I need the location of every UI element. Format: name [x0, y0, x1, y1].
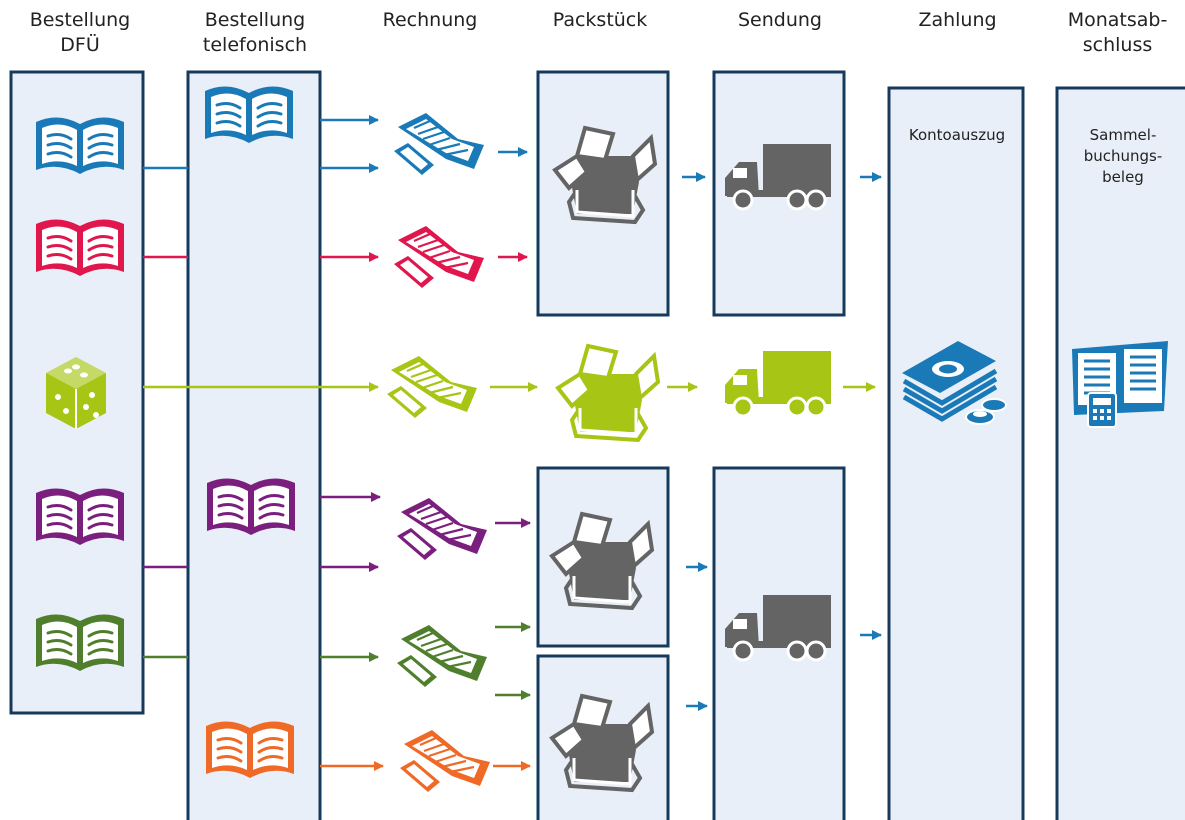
- header-bestellung-telefonisch: Bestellung telefonisch: [202, 9, 308, 56]
- label-kontoauszug: Kontoauszug: [908, 126, 1006, 144]
- invoice-icon: [385, 354, 479, 420]
- header-zahlung: Zahlung: [918, 9, 997, 31]
- column-zahlung: [887, 86, 1025, 820]
- header-rechnung: Rechnung: [382, 9, 478, 31]
- header-sendung: Sendung: [738, 9, 822, 31]
- book-icon: [205, 476, 297, 537]
- invoice-icon: [392, 111, 486, 177]
- book-icon: [34, 612, 126, 673]
- column-monatsabschluss: [1055, 86, 1185, 820]
- book-icon: [34, 115, 126, 176]
- header-bestellung-dfu: Bestellung DFÜ: [29, 9, 131, 56]
- book-icon: [34, 486, 126, 547]
- header-packstueck: Packstück: [552, 9, 648, 31]
- column-bestellung-telefonisch: [186, 70, 322, 820]
- invoice-icon: [392, 224, 486, 290]
- book-icon: [203, 84, 295, 145]
- book-icon: [34, 217, 126, 278]
- open-box-icon: [556, 344, 660, 442]
- header-monatsabschluss: Monatsab- schluss: [1067, 9, 1168, 56]
- truck-icon: [723, 349, 833, 418]
- label-sammelbuchungsbeleg: Sammel- buchungs- beleg: [1083, 126, 1163, 186]
- invoice-icon: [395, 623, 489, 689]
- book-icon: [204, 719, 296, 780]
- invoice-icon: [398, 728, 492, 794]
- invoice-icon: [395, 496, 489, 562]
